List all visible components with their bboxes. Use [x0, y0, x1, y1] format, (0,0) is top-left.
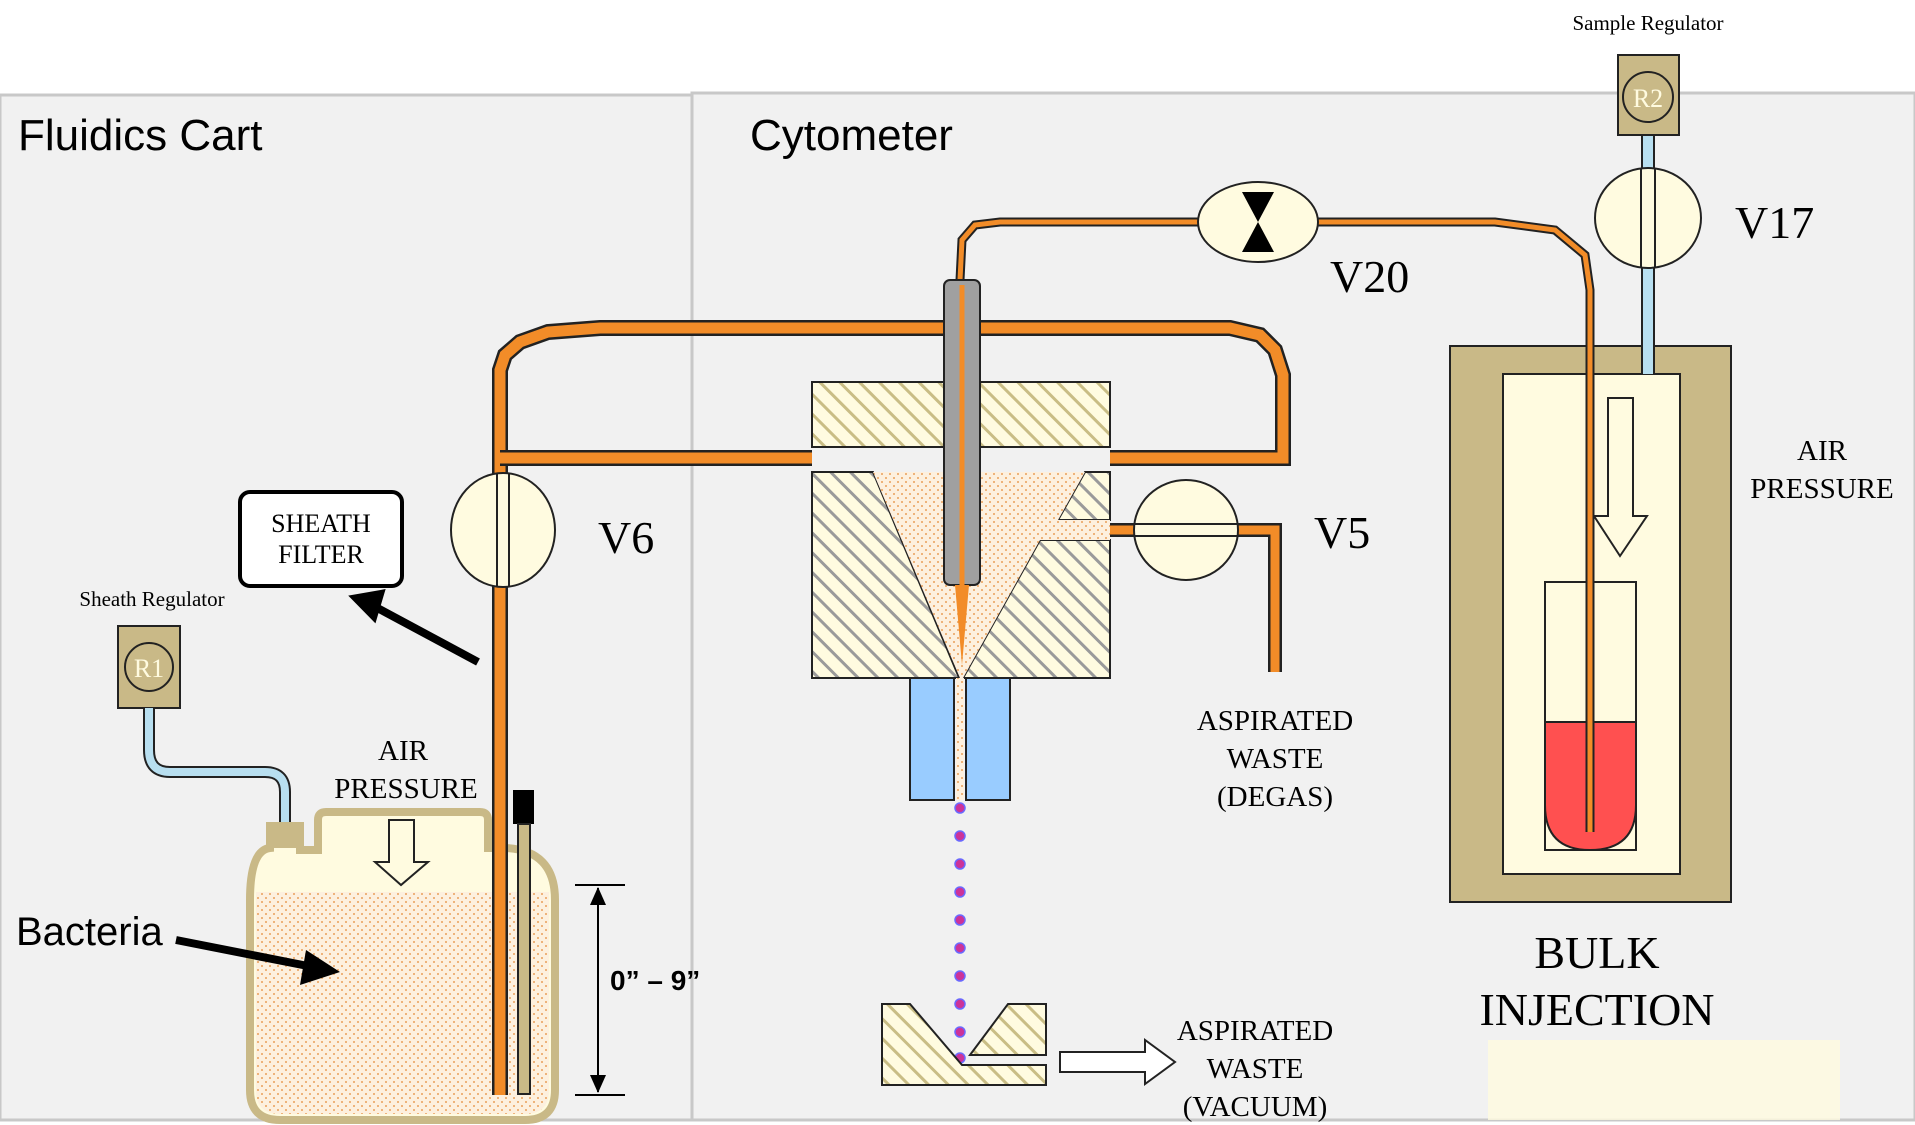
bulk-injection-highlight: [1488, 1040, 1840, 1120]
fluidics-cart-title: Fluidics Cart: [18, 111, 263, 160]
sample-regulator-label: Sample Regulator: [1572, 11, 1723, 35]
nozzle-tip-left: [909, 677, 955, 801]
cart-air-pressure-1: AIR: [378, 735, 429, 767]
degas-label-3: (DEGAS): [1217, 781, 1333, 813]
bulk-injection-label-1: BULK: [1534, 927, 1659, 978]
valve-v20-symbol: [1242, 192, 1274, 252]
height-dimension: [575, 884, 625, 1096]
valve-v20-label: V20: [1330, 251, 1409, 302]
vacuum-label-2: WASTE: [1207, 1053, 1304, 1085]
valve-v5: [1133, 479, 1239, 581]
vacuum-label-3: (VACUUM): [1183, 1091, 1327, 1123]
valve-v17-label: V17: [1735, 197, 1814, 248]
sheath-regulator-id: R1: [134, 654, 164, 683]
valve-v17: [1594, 167, 1702, 269]
sheath-filter-label-1: SHEATH: [271, 509, 371, 538]
sheath-regulator-label: Sheath Regulator: [79, 587, 224, 611]
nozzle-tip-right: [965, 677, 1011, 801]
height-range-label: 0” – 9”: [610, 965, 700, 996]
degas-label-2: WASTE: [1227, 743, 1324, 775]
flow-cell-interior: [873, 472, 1110, 678]
waste-catcher: [881, 1003, 1047, 1086]
valve-v6-label: V6: [598, 512, 654, 563]
level-sensor-cap: [513, 790, 534, 824]
cart-air-pressure-2: PRESSURE: [334, 773, 477, 805]
sheath-filter-arrow: [368, 600, 480, 666]
droplet-stream: [954, 802, 966, 1064]
sheath-filter-label-2: FILTER: [278, 540, 364, 569]
level-sensor-rod: [517, 823, 531, 1095]
bulk-air-pressure-1: AIR: [1797, 435, 1848, 467]
degas-label-1: ASPIRATED: [1197, 705, 1353, 737]
bulk-injection-label-2: INJECTION: [1479, 984, 1714, 1035]
vacuum-label-1: ASPIRATED: [1177, 1015, 1333, 1047]
sample-regulator-dial: [1622, 71, 1674, 123]
bulk-air-arrow: [1592, 397, 1649, 558]
bacteria-label: Bacteria: [16, 910, 163, 954]
sample-regulator-id: R2: [1633, 84, 1663, 113]
valve-v5-label: V5: [1314, 507, 1370, 558]
bulk-air-pressure-2: PRESSURE: [1750, 473, 1893, 505]
valve-v6: [450, 472, 556, 588]
vacuum-arrow: [1059, 1038, 1177, 1086]
bacteria-arrow: [175, 936, 319, 972]
tank-cap: [272, 826, 300, 848]
sheath-filter: [238, 490, 404, 588]
tank-liquid: [256, 892, 549, 1114]
cytometer-title: Cytometer: [750, 111, 953, 160]
tank-air-arrow: [372, 819, 431, 887]
sheath-regulator-dial: [124, 642, 174, 692]
